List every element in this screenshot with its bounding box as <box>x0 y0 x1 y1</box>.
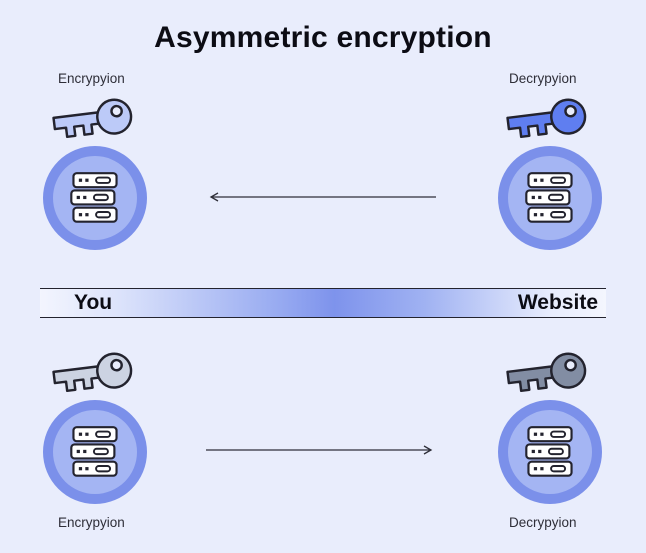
channel-band: You Website <box>40 288 606 318</box>
server-node-inner <box>53 156 137 240</box>
key-icon-decrypt-bottom <box>506 352 587 393</box>
top-left-encryption-label: Encrypyion <box>58 71 125 86</box>
arrow-you-to-website <box>206 445 433 455</box>
key-icon-encrypt-bottom <box>52 352 133 393</box>
server-node-inner <box>53 410 137 494</box>
server-icon <box>70 172 118 223</box>
server-node-you-top <box>43 146 147 250</box>
server-node-inner <box>508 156 592 240</box>
server-icon <box>525 426 573 477</box>
you-label: You <box>74 291 113 314</box>
arrow-website-to-you <box>209 192 436 202</box>
website-label: Website <box>517 291 598 314</box>
server-node-inner <box>508 410 592 494</box>
bottom-right-decryption-label: Decrypyion <box>509 515 577 530</box>
server-node-you-bottom <box>43 400 147 504</box>
server-icon <box>70 426 118 477</box>
key-icon-encrypt-top <box>52 98 133 139</box>
server-icon <box>525 172 573 223</box>
top-right-decryption-label: Decrypyion <box>509 71 577 86</box>
diagram-title: Asymmetric encryption <box>154 21 492 54</box>
key-icon-decrypt-top <box>506 98 587 139</box>
server-node-website-top <box>498 146 602 250</box>
server-node-website-bottom <box>498 400 602 504</box>
bottom-left-encryption-label: Encrypyion <box>58 515 125 530</box>
